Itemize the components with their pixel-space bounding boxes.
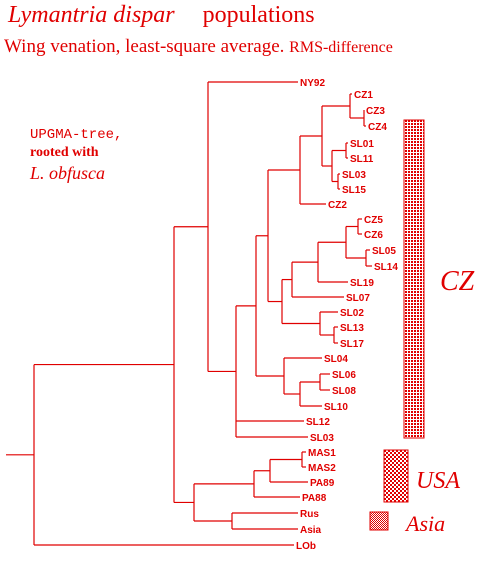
figure-title: Lymantria dispar populations xyxy=(8,2,315,29)
leaf-label: SL19 xyxy=(350,278,374,289)
leaf-label: Asia xyxy=(300,525,322,536)
leaf-label: CZ5 xyxy=(364,215,383,226)
leaf-labels: NY92CZ1CZ3CZ4SL01SL11SL03SL15CZ2CZ5CZ6SL… xyxy=(296,78,398,552)
leaf-label: SL03 xyxy=(310,433,334,444)
leaf-label: SL15 xyxy=(342,185,366,196)
leaf-label: SL10 xyxy=(324,402,348,413)
leaf-label: NY92 xyxy=(300,78,325,89)
leaf-label: CZ4 xyxy=(368,122,387,133)
leaf-label: SL11 xyxy=(350,154,374,165)
subtitle-text: Wing venation, least-square average. xyxy=(4,36,285,57)
leaf-label: SL01 xyxy=(350,139,374,150)
leaf-label: MAS2 xyxy=(308,463,336,474)
leaf-label: PA88 xyxy=(302,493,327,504)
region-bar-asia xyxy=(369,511,389,531)
method-note: UPGMA-tree, rooted with L. obfusca xyxy=(30,126,122,184)
note-line-1: UPGMA-tree, xyxy=(30,127,123,143)
title-word: populations xyxy=(202,2,315,28)
leaf-label: SL17 xyxy=(340,339,364,350)
leaf-label: LOb xyxy=(296,541,316,552)
leaf-label: SL07 xyxy=(346,293,370,304)
leaf-label: SL14 xyxy=(374,262,398,273)
leaf-label: CZ6 xyxy=(364,230,383,241)
region-bar-cz xyxy=(403,119,425,439)
tree-branches xyxy=(6,81,372,546)
leaf-label: SL06 xyxy=(332,370,356,381)
leaf-label: SL03 xyxy=(342,170,366,181)
leaf-label: SL08 xyxy=(332,386,356,397)
subtitle-rms: RMS-difference xyxy=(289,39,393,56)
leaf-label: SL05 xyxy=(372,246,396,257)
leaf-label: SL02 xyxy=(340,308,364,319)
region-label-usa: USA xyxy=(416,468,460,494)
figure-subtitle: Wing venation, least-square average. RMS… xyxy=(4,36,393,58)
leaf-label: PA89 xyxy=(310,478,335,489)
region-bars: CZ USA Asia xyxy=(369,119,475,536)
leaf-label: CZ3 xyxy=(366,106,385,117)
leaf-label: CZ2 xyxy=(328,200,347,211)
note-line-3: L. obfusca xyxy=(30,163,106,183)
leaf-label: Rus xyxy=(300,509,319,520)
note-line-2: rooted with xyxy=(30,145,99,160)
region-label-asia: Asia xyxy=(404,511,445,536)
title-species: Lymantria dispar xyxy=(8,2,175,28)
region-label-cz: CZ xyxy=(440,266,475,297)
leaf-label: SL13 xyxy=(340,323,364,334)
leaf-label: CZ1 xyxy=(354,90,373,101)
leaf-label: MAS1 xyxy=(308,448,336,459)
leaf-label: SL04 xyxy=(324,354,348,365)
region-bar-usa xyxy=(383,449,409,503)
leaf-label: SL12 xyxy=(306,417,330,428)
